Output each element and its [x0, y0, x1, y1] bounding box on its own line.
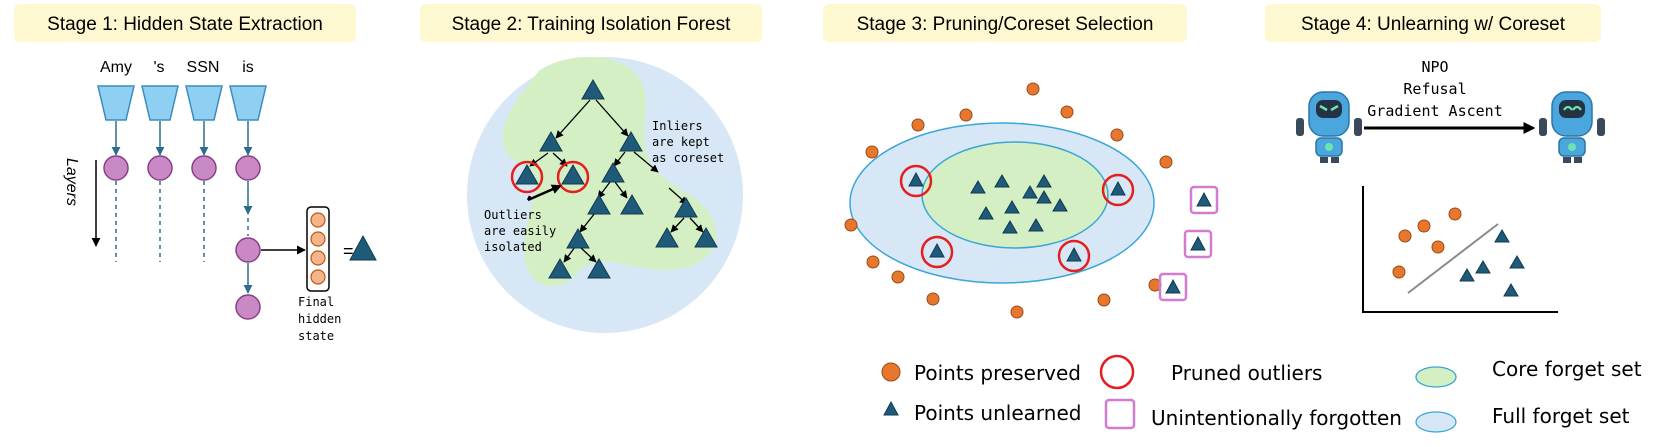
outliers-text: are easily — [484, 224, 556, 238]
hidden-node — [191, 155, 217, 181]
embedding-trapezoid — [229, 85, 267, 121]
stage3-diagram — [844, 82, 1219, 319]
inliers-text: are kept — [652, 135, 710, 149]
legend-pruned-swatch — [1099, 354, 1135, 390]
legend-core-label: Core forget set — [1492, 357, 1642, 381]
stage2-title-box: Stage 2: Training Isolation Forest — [420, 4, 762, 42]
method-label: NPO — [1421, 58, 1448, 76]
forgotten-point — [1183, 229, 1213, 259]
legend-preserved-swatch — [881, 362, 901, 382]
method-label: Refusal — [1403, 80, 1466, 98]
legend-full-swatch — [1415, 411, 1457, 433]
stage4-diagram: NPO Refusal Gradient Ascent — [1296, 58, 1605, 313]
legend-unlearned-swatch — [883, 400, 899, 416]
outliers-text: Outliers — [484, 208, 542, 222]
layers-label: Layers — [63, 158, 80, 206]
angry-robot-icon — [1296, 91, 1362, 163]
stage1-title: Stage 1: Hidden State Extraction — [47, 14, 323, 35]
triangle-point — [349, 234, 377, 261]
happy-robot-icon — [1539, 91, 1605, 163]
legend-forgotten-swatch — [1104, 398, 1136, 430]
final-label-line: state — [298, 329, 334, 343]
stage1-diagram: Amy 's SSN is — [63, 59, 377, 343]
hidden-node — [235, 294, 261, 320]
token-label: is — [242, 59, 254, 76]
token-label: SSN — [187, 59, 220, 76]
embedding-trapezoid — [97, 85, 135, 121]
decision-boundary — [1407, 223, 1499, 294]
stage2-diagram: Inliers are kept as coreset Outliers are… — [467, 56, 743, 333]
stage3-title: Stage 3: Pruning/Coreset Selection — [857, 14, 1154, 35]
stage3-title-box: Stage 3: Pruning/Coreset Selection — [823, 4, 1187, 42]
outlier-circle — [556, 160, 590, 194]
legend-forgotten-label: Unintentionally forgotten — [1151, 406, 1402, 430]
legend: Points preserved Points unlearned Pruned… — [881, 354, 1642, 433]
stage2-title: Stage 2: Training Isolation Forest — [452, 14, 732, 35]
hidden-node — [235, 237, 261, 263]
stage1-title-box: Stage 1: Hidden State Extraction — [14, 4, 356, 42]
legend-unlearned-label: Points unlearned — [914, 401, 1081, 425]
outliers-text: isolated — [484, 240, 542, 254]
legend-preserved-label: Points preserved — [914, 361, 1081, 385]
stage4-title-box: Stage 4: Unlearning w/ Coreset — [1265, 4, 1601, 42]
hidden-state-vector — [306, 206, 330, 292]
hidden-node — [103, 155, 129, 181]
inliers-text: Inliers — [652, 119, 703, 133]
pruned-outlier — [1057, 239, 1091, 273]
stage4-title: Stage 4: Unlearning w/ Coreset — [1301, 14, 1566, 35]
pruned-outlier — [899, 164, 933, 198]
legend-pruned-label: Pruned outliers — [1171, 361, 1322, 385]
token-label: 's — [153, 59, 164, 76]
mini-plot-axes — [1362, 186, 1558, 313]
legend-core-swatch — [1415, 366, 1457, 388]
pruned-outlier — [1101, 173, 1135, 207]
embedding-trapezoid — [141, 85, 179, 121]
legend-full-label: Full forget set — [1492, 404, 1630, 428]
equals-sign: = — [343, 241, 354, 261]
inliers-text: as coreset — [652, 151, 724, 165]
hidden-node — [147, 155, 173, 181]
final-label-line: Final — [298, 295, 334, 309]
embedding-trapezoid — [185, 85, 223, 121]
forgotten-point — [1158, 272, 1188, 302]
forgotten-point — [1189, 185, 1219, 215]
token-label: Amy — [100, 59, 132, 76]
final-label-line: hidden — [298, 312, 341, 326]
pruned-outlier — [920, 235, 954, 269]
method-label: Gradient Ascent — [1367, 102, 1502, 120]
hidden-node — [235, 155, 261, 181]
outlier-circle — [510, 160, 544, 194]
